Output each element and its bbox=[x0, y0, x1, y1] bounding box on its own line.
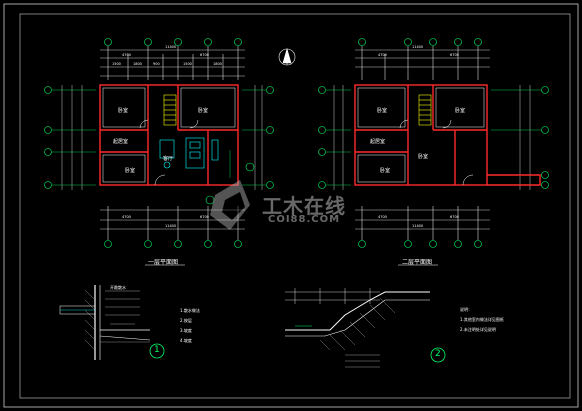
detail-2 bbox=[285, 288, 446, 368]
svg-text:6700: 6700 bbox=[450, 215, 459, 219]
svg-text:1800: 1800 bbox=[213, 62, 222, 66]
drawing-frame-inner bbox=[19, 13, 571, 399]
svg-text:11400: 11400 bbox=[165, 45, 176, 49]
detail2-note-2: 2.未注明处详见说明 bbox=[460, 327, 496, 332]
drawing-frame-outer bbox=[3, 3, 579, 408]
svg-text:11400: 11400 bbox=[412, 45, 423, 49]
svg-text:6700: 6700 bbox=[200, 215, 209, 219]
plan1-room-3: 起居室 bbox=[113, 138, 128, 145]
detail1-note-3: 3.坡度 bbox=[180, 328, 192, 333]
svg-text:1800: 1800 bbox=[133, 62, 142, 66]
detail2-number: 2 bbox=[435, 349, 441, 359]
svg-text:6700: 6700 bbox=[200, 53, 209, 57]
detail2-label: 说明： bbox=[460, 307, 472, 312]
plan2-room-5: 卧室 bbox=[380, 167, 390, 174]
watermark-logo bbox=[210, 180, 250, 230]
detail-1 bbox=[59, 285, 165, 360]
detail1-number: 1 bbox=[154, 345, 160, 355]
plan1-room-2: 卧室 bbox=[198, 107, 208, 114]
plan-1: 11400 4700 6700 1500 1800 900 1500 1800 11400 4… bbox=[44, 38, 274, 266]
svg-text:11400: 11400 bbox=[412, 224, 423, 228]
north-arrow bbox=[278, 47, 296, 66]
svg-text:4700: 4700 bbox=[122, 53, 131, 57]
detail2-note-1: 1.其他室内做法详见图纸 bbox=[460, 317, 504, 322]
plan2-room-2: 卧室 bbox=[455, 107, 465, 114]
plan1-title: 一层平面图 bbox=[148, 259, 179, 266]
svg-text:6700: 6700 bbox=[450, 53, 459, 57]
watermark-site: COI88.COM bbox=[268, 214, 341, 225]
svg-text:4700: 4700 bbox=[378, 53, 387, 57]
plan2-room-4: 卧室 bbox=[418, 153, 428, 160]
detail1-note-4: 4.坡度 bbox=[180, 338, 192, 343]
svg-text:1500: 1500 bbox=[112, 62, 121, 66]
plan2-room-3: 起居室 bbox=[370, 138, 385, 145]
svg-text:4700: 4700 bbox=[122, 215, 131, 219]
detail1-label: 开敞散水 bbox=[110, 285, 126, 290]
detail1-note-2: 2.按层 bbox=[180, 318, 192, 323]
svg-text:4700: 4700 bbox=[378, 215, 387, 219]
plan1-room-5: 卧室 bbox=[125, 167, 135, 174]
plan2-room-1: 卧室 bbox=[377, 107, 387, 114]
svg-text:11400: 11400 bbox=[165, 224, 176, 228]
plan-2: 11400 4700 6700 11400 4700 6700 bbox=[318, 38, 549, 266]
detail1-note-1: 1.散水做法 bbox=[180, 308, 200, 313]
svg-text:1500: 1500 bbox=[183, 62, 192, 66]
plan1-room-4: 客厅 bbox=[163, 155, 173, 162]
plan2-title: 二层平面图 bbox=[402, 259, 433, 266]
plan1-room-1: 卧室 bbox=[118, 107, 128, 114]
svg-text:900: 900 bbox=[153, 62, 160, 66]
watermark-brand: 工木在线 bbox=[262, 194, 346, 218]
